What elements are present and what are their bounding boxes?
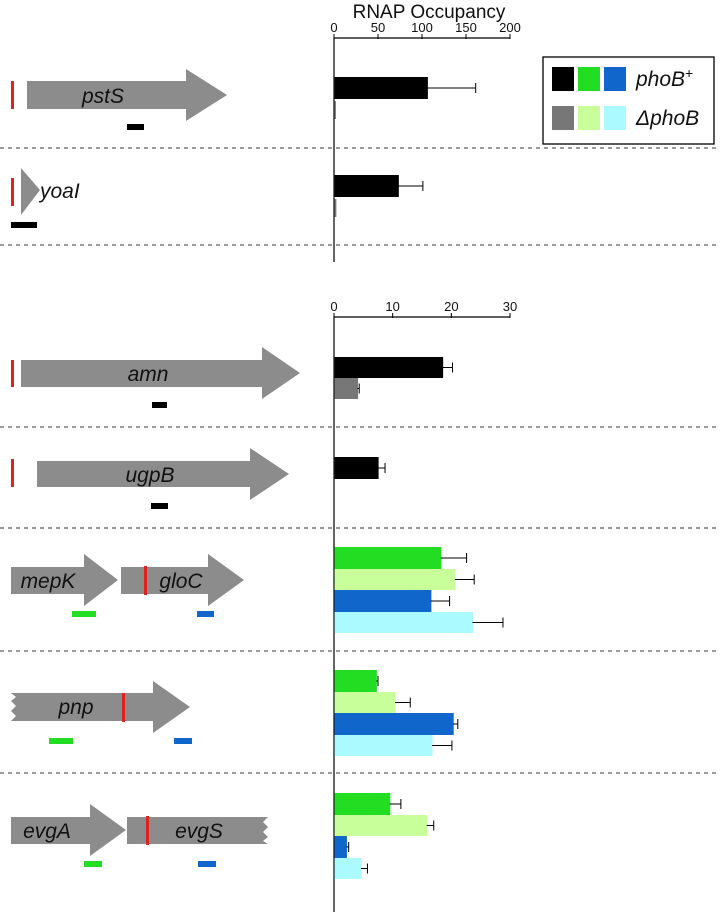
promoter-mark: [146, 816, 149, 845]
legend-swatch: [552, 106, 574, 130]
legend-swatch: [578, 106, 600, 130]
panel-separators: [0, 147, 720, 774]
data-bars: [334, 77, 504, 879]
x-tick-label: 10: [385, 299, 399, 314]
x-tick-label: 150: [455, 20, 477, 35]
gene-diagram-evgA-evgS: evgA evgS: [11, 804, 268, 867]
bar-mepK-gloC-0: [334, 547, 442, 569]
bar-group-pnp: [334, 670, 459, 756]
gene-diagram-yoaI: yoaI: [11, 168, 80, 228]
gene-label-mepK: mepK: [21, 570, 77, 593]
legend-swatch: [604, 106, 626, 130]
promoter-mark: [122, 693, 125, 722]
gene-arrow: [11, 681, 190, 733]
promoter-mark: [144, 566, 147, 595]
bar-amn-1: [334, 378, 359, 399]
legend-label: phoB+: [635, 65, 693, 91]
gene-arrow: [27, 69, 227, 121]
bar-pnp-2: [334, 713, 454, 735]
promoter-mark: [11, 81, 14, 109]
gene-label-evgS: evgS: [175, 820, 223, 843]
gene-label-amn: amn: [128, 363, 169, 386]
gene-label-ugpB: ugpB: [125, 464, 174, 487]
bar-evgA-evgS-3: [334, 858, 362, 879]
gene-label-yoaI: yoaI: [38, 180, 80, 203]
gene-arrow-evgS: [127, 817, 268, 844]
probe-bar: [151, 503, 168, 509]
legend: phoB+ ΔphoB: [542, 56, 715, 145]
bar-mepK-gloC-1: [334, 569, 456, 590]
promoter-mark: [11, 360, 14, 387]
legend-superscript: +: [685, 65, 693, 81]
bar-group-pstS: [334, 77, 477, 119]
gene-arrow: [37, 448, 289, 500]
gene-diagram-pstS: pstS: [11, 69, 227, 130]
probe-bar-green: [49, 738, 73, 744]
gene-label-evgA: evgA: [23, 820, 71, 843]
gene-arrow-mepK: [11, 554, 118, 606]
probe-bar: [11, 222, 37, 228]
probe-bar: [152, 402, 167, 408]
gene-diagram-mepK-gloC: mepK gloC: [11, 554, 244, 617]
bar-mepK-gloC-3: [334, 612, 474, 633]
probe-bar: [127, 124, 144, 130]
promoter-mark: [11, 459, 14, 487]
bar-group-evgA-evgS: [334, 793, 435, 879]
bar-yoaI-1: [334, 199, 337, 217]
gene-diagram-amn: amn: [11, 347, 300, 408]
x-tick-label: 100: [411, 20, 433, 35]
legend-swatch: [604, 67, 626, 91]
axes: 0 50 100 150 200 0 10 20 30: [330, 20, 521, 912]
bar-evgA-evgS-0: [334, 793, 391, 815]
probe-bar-green: [84, 861, 102, 867]
bar-pnp-0: [334, 670, 377, 692]
bar-group-mepK-gloC: [334, 547, 504, 633]
gene-arrow: [21, 168, 40, 215]
bar-evgA-evgS-1: [334, 815, 428, 836]
x-tick-label: 0: [330, 20, 337, 35]
gene-arrow-gloC: [121, 554, 244, 606]
bar-pnp-1: [334, 692, 396, 713]
legend-swatch: [578, 67, 600, 91]
gene-label-pstS: pstS: [81, 85, 124, 108]
probe-bar-green: [72, 611, 96, 617]
x-tick-label: 50: [371, 20, 385, 35]
x-tick-label: 200: [499, 20, 521, 35]
bar-group-yoaI: [334, 175, 424, 217]
bar-amn-0: [334, 357, 444, 378]
gene-diagrams: pstS yoaI amn ugpB mepK: [11, 69, 300, 867]
promoter-mark: [11, 178, 14, 206]
bar-pstS-0: [334, 77, 428, 99]
x-tick-label: 30: [503, 299, 517, 314]
x-tick-label: 0: [330, 299, 337, 314]
chart-title: RNAP Occupancy: [353, 2, 506, 23]
gene-arrow: [21, 347, 300, 399]
bar-pnp-3: [334, 735, 433, 756]
legend-swatch: [552, 67, 574, 91]
bar-ugpB-0: [334, 457, 379, 479]
bar-group-amn: [334, 357, 454, 399]
gene-label-gloC: gloC: [159, 570, 203, 593]
x-tick-label: 20: [444, 299, 458, 314]
bar-group-ugpB: [334, 457, 386, 479]
gene-diagram-pnp: pnp: [11, 681, 192, 744]
probe-bar-blue: [197, 611, 214, 617]
probe-bar-blue: [198, 861, 216, 867]
probe-bar-blue: [174, 738, 192, 744]
gene-diagram-ugpB: ugpB: [11, 448, 289, 509]
legend-label: ΔphoB: [635, 107, 699, 130]
gene-arrow-evgA: [11, 804, 126, 856]
gene-label-pnp: pnp: [57, 696, 93, 719]
bar-pstS-1: [334, 101, 336, 119]
bar-mepK-gloC-2: [334, 590, 432, 612]
bar-evgA-evgS-2: [334, 836, 347, 858]
bar-yoaI-0: [334, 175, 399, 197]
